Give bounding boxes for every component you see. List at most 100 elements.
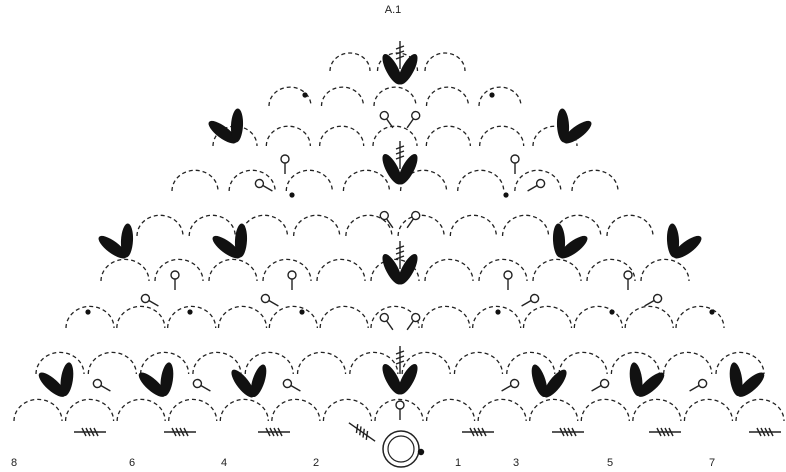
- picot-symbol: [170, 270, 180, 290]
- chain-loop: [606, 214, 654, 237]
- chain-loop: [640, 258, 690, 282]
- picot-symbol: [254, 178, 273, 192]
- stitch-bar: [664, 427, 670, 437]
- picot-symbol: [406, 210, 421, 229]
- picot-symbol: [591, 378, 610, 392]
- row-label: 7: [709, 457, 715, 469]
- stitch-bar: [183, 427, 189, 437]
- stitch-bar: [273, 427, 279, 437]
- picot-stem: [591, 384, 603, 392]
- picot-circle: [529, 293, 540, 304]
- picot-stem: [261, 184, 273, 192]
- row-label: 8: [11, 457, 17, 469]
- chain-loop: [296, 351, 347, 375]
- stitch-bar: [656, 427, 662, 437]
- stitch-bar: [365, 430, 369, 440]
- petal: [398, 153, 418, 185]
- slip-stitch-dot: [85, 309, 91, 315]
- chain-loop: [624, 305, 674, 329]
- stitch-bar: [362, 428, 365, 438]
- stitch-bar: [85, 427, 91, 437]
- petal: [552, 223, 566, 258]
- chain-loop: [139, 351, 190, 375]
- chain-loop: [401, 351, 451, 375]
- chain-loop: [219, 398, 269, 422]
- double-treble-stitch: [395, 41, 405, 69]
- row-label: 2: [313, 457, 319, 469]
- petal: [138, 372, 166, 397]
- petal: [230, 108, 244, 143]
- petal: [382, 363, 402, 395]
- stitch-bar: [395, 250, 405, 255]
- picot-stem: [406, 319, 415, 331]
- picot-symbol: [379, 110, 394, 129]
- chain-loop: [425, 125, 471, 147]
- leaf-cluster: [531, 364, 567, 398]
- picot-circle: [260, 293, 271, 304]
- row-label: 1: [455, 457, 461, 469]
- chain-loop: [370, 305, 420, 329]
- chain-loop: [472, 305, 522, 329]
- chain-loop: [217, 305, 268, 329]
- stitch-bar: [81, 427, 87, 437]
- picot-symbol: [623, 270, 633, 290]
- chain-loop: [349, 351, 399, 375]
- chain-loop: [421, 305, 471, 329]
- picot-stem: [521, 299, 533, 307]
- picot-circle: [599, 378, 610, 389]
- picot-stem: [385, 117, 394, 129]
- leaf-cluster: [666, 223, 702, 259]
- chain-loop: [610, 351, 661, 375]
- petal: [666, 223, 680, 258]
- chain-loop: [329, 52, 371, 72]
- picot-stem: [147, 299, 159, 307]
- chain-loop: [35, 351, 85, 375]
- petal: [160, 362, 174, 397]
- horizontal-stitch: [649, 427, 681, 437]
- slip-stitch-dot: [187, 309, 193, 315]
- chain-loops: [13, 52, 785, 422]
- picot-symbol: [510, 154, 520, 174]
- picot-symbol: [280, 154, 290, 174]
- leaf-cluster: [208, 108, 244, 144]
- chain-loop: [65, 305, 115, 329]
- petal: [673, 235, 702, 259]
- picot-symbol: [501, 378, 520, 392]
- petal: [531, 364, 548, 398]
- chain-loop: [478, 86, 522, 107]
- chain-loop: [116, 305, 166, 329]
- picot-stem: [99, 384, 111, 392]
- stitch-bar: [395, 150, 405, 155]
- chain-loop: [457, 169, 505, 192]
- double-treble-stitch: [395, 346, 405, 374]
- stitch-bar: [277, 427, 283, 437]
- chain-loop: [100, 258, 150, 282]
- stitch-bar: [179, 427, 185, 437]
- petal: [382, 153, 402, 185]
- chain-loop: [87, 351, 137, 375]
- picot-circle: [140, 293, 151, 304]
- picot-symbol: [282, 378, 301, 392]
- stitch-bar: [265, 427, 271, 437]
- chain-loop: [663, 351, 713, 375]
- petal: [60, 362, 74, 397]
- stitch-bar: [395, 50, 405, 55]
- chain-loop: [571, 169, 619, 192]
- stitch-bar: [567, 427, 573, 437]
- horizontal-stitch: [462, 427, 494, 437]
- horizontal-stitch: [552, 427, 584, 437]
- picot-symbol: [644, 293, 663, 307]
- slip-stitch-dot: [289, 192, 295, 198]
- picot-circle: [535, 178, 546, 189]
- slip-stitch-dot: [489, 92, 495, 98]
- petal: [637, 372, 665, 397]
- chain-loop: [453, 351, 504, 375]
- petal: [556, 108, 570, 143]
- chain-loop: [154, 258, 204, 282]
- slip-stitch-dot: [609, 309, 615, 315]
- picot-stem: [289, 384, 301, 392]
- chain-loop: [372, 125, 418, 147]
- slip-stitch-dot: [503, 192, 509, 198]
- chain-loop: [265, 125, 311, 147]
- picot-circle: [411, 210, 421, 221]
